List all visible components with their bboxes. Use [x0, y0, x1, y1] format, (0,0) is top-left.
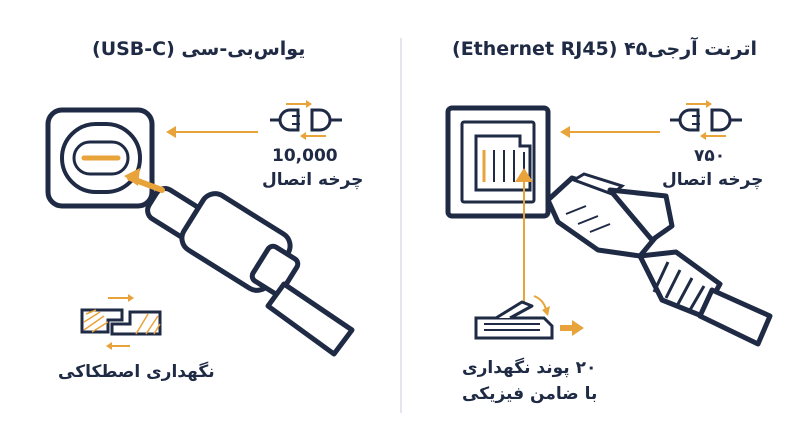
usb-insert-arrowhead: [124, 168, 140, 186]
rj45-cycles-label: چرخه اتصال: [662, 170, 764, 190]
rj45-plug-socket-icon: [670, 100, 742, 140]
usb-c-plug-icon: [145, 186, 355, 357]
usb-cycles-value: 10,000: [272, 146, 338, 166]
rj45-retention-line1: ۲۰ پوند نگهداری: [462, 358, 597, 378]
rj45-cycles-value: ۷۵۰: [694, 146, 726, 166]
rj45-retention-line2: با ضامن فیزیکی: [462, 384, 598, 404]
ethernet-title: اترنت آرجی۴۵ (Ethernet RJ45): [452, 38, 758, 60]
friction-retention-icon: [80, 294, 162, 350]
usb-c-title: یواس‌بی-سی (USB-C): [92, 38, 306, 60]
usb-plug-socket-icon: [270, 100, 342, 140]
rj45-jack-icon: [445, 105, 551, 219]
usb-retention-label: نگهداری اصطکاکی: [58, 362, 215, 382]
center-divider: [400, 38, 402, 413]
usb-cycles-label: چرخه اتصال: [262, 170, 364, 190]
rj45-plug-icon: [545, 172, 773, 347]
latch-retention-icon: [474, 295, 584, 340]
usb-c-port-icon: [45, 107, 155, 209]
